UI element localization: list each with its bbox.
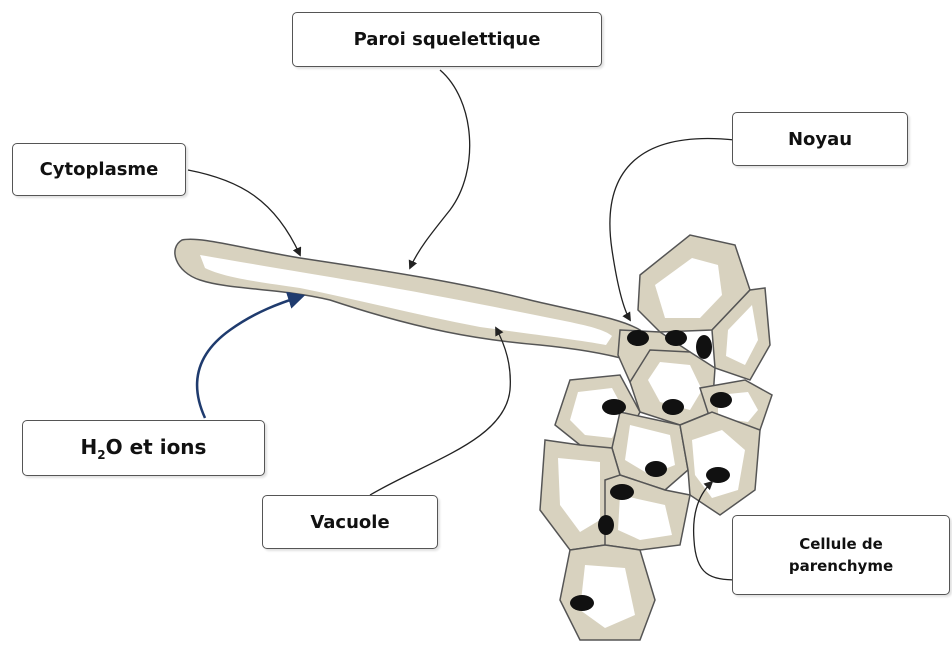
label-h2o-text: H2O et ions [81, 435, 207, 462]
nucleus [598, 515, 614, 535]
nucleus [645, 461, 667, 477]
label-vacuole-text: Vacuole [310, 512, 389, 533]
label-h2o-h: H [81, 435, 98, 459]
nucleus [696, 335, 712, 359]
label-h2o-sub: 2 [97, 448, 105, 462]
nucleus [706, 467, 730, 483]
label-cellule-line1: Cellule de [799, 533, 883, 555]
arrow-vacuole [370, 328, 510, 495]
label-cytoplasme: Cytoplasme [12, 143, 186, 196]
label-cellule: Cellule de parenchyme [732, 515, 950, 595]
label-noyau: Noyau [732, 112, 908, 166]
label-cellule-line2: parenchyme [789, 555, 893, 577]
label-noyau-text: Noyau [788, 129, 852, 150]
root-hair [175, 239, 640, 360]
nucleus [665, 330, 687, 346]
arrow-water [197, 296, 302, 418]
label-paroi: Paroi squelettique [292, 12, 602, 67]
nucleus [610, 484, 634, 500]
nucleus [570, 595, 594, 611]
root-hair-vacuole [200, 255, 612, 345]
nucleus [710, 392, 732, 408]
label-h2o: H2O et ions [22, 420, 265, 476]
nucleus [627, 330, 649, 346]
label-paroi-text: Paroi squelettique [354, 29, 541, 50]
label-h2o-rest: O et ions [106, 435, 207, 459]
arrow-paroi [410, 70, 470, 268]
label-cytoplasme-text: Cytoplasme [40, 159, 159, 180]
nucleus [662, 399, 684, 415]
nucleus [602, 399, 626, 415]
label-vacuole: Vacuole [262, 495, 438, 549]
